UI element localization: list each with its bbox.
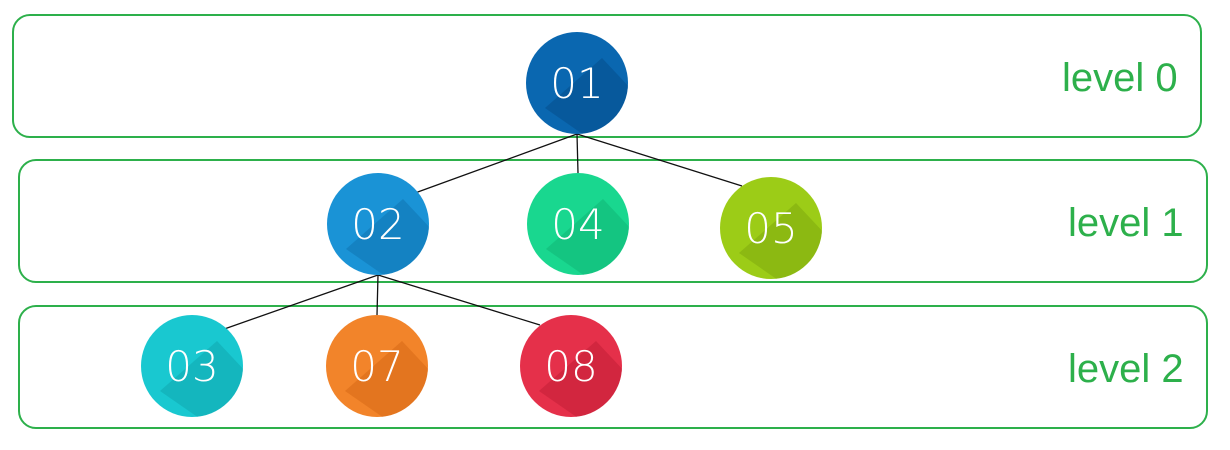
node-02: 02 — [327, 173, 429, 275]
node-02-label: 02 — [351, 200, 404, 249]
edge-02-07 — [376, 274, 379, 316]
node-07-shade — [345, 341, 428, 417]
node-05: 05 — [720, 177, 822, 279]
node-05-label: 05 — [744, 204, 797, 253]
node-08-label: 08 — [544, 342, 597, 391]
node-04-shade — [546, 199, 629, 275]
edge-01-02 — [414, 133, 578, 194]
node-08-shade — [539, 341, 622, 417]
level-2-label: level 2 — [1068, 347, 1184, 391]
node-03-label: 03 — [165, 342, 218, 391]
node-01-label: 01 — [550, 59, 603, 108]
node-08: 08 — [520, 315, 622, 417]
node-04-label: 04 — [551, 200, 604, 249]
edge-02-08 — [377, 274, 541, 326]
node-01-shade — [545, 58, 628, 134]
node-07: 07 — [326, 315, 428, 417]
node-05-shade — [739, 203, 822, 279]
node-03: 03 — [141, 315, 243, 417]
node-03-shade — [160, 341, 243, 417]
edges — [212, 133, 743, 334]
edge-02-03 — [212, 274, 379, 334]
node-02-shade — [346, 199, 429, 275]
edge-01-05 — [576, 133, 743, 187]
node-01: 01 — [526, 32, 628, 134]
node-07-label: 07 — [350, 342, 403, 391]
edge-01-04 — [576, 133, 579, 174]
node-04: 04 — [527, 173, 629, 275]
level-0-label: level 0 — [1062, 56, 1178, 100]
level-1-label: level 1 — [1068, 201, 1184, 245]
